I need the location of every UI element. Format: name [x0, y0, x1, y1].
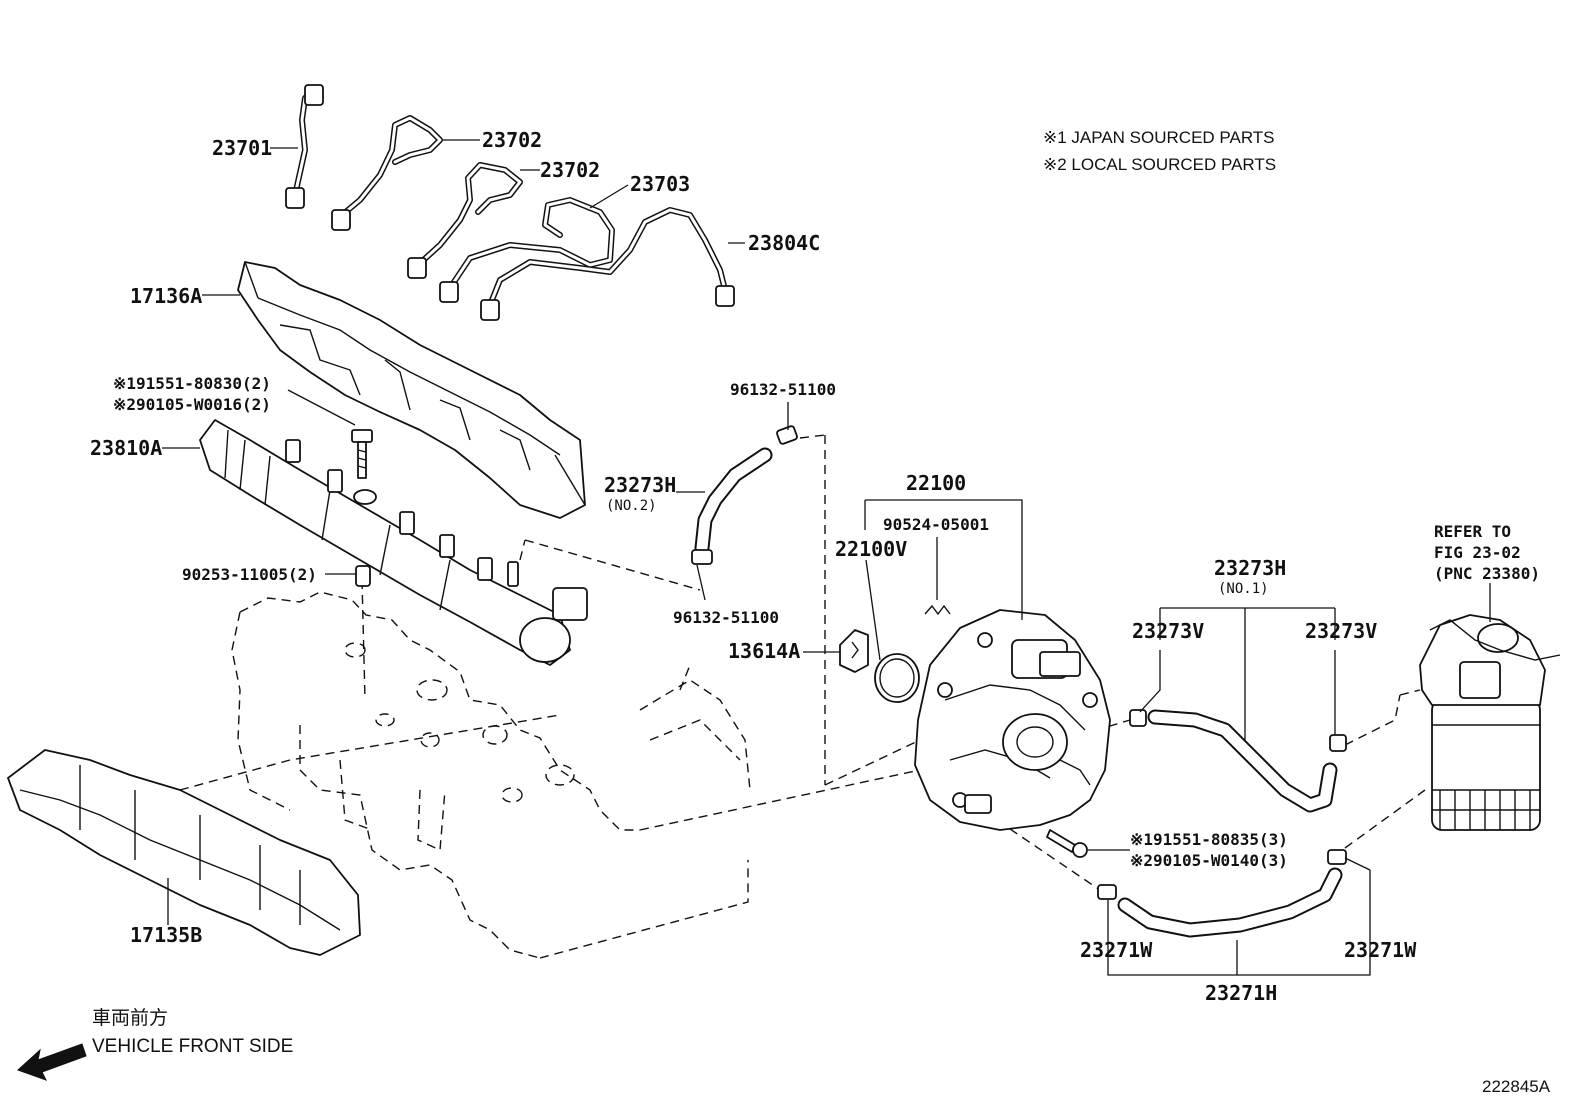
pump-bolt: [1046, 829, 1088, 858]
label-90253-11005: 90253-11005(2): [182, 565, 317, 584]
label-23273v-left: 23273V: [1132, 619, 1204, 643]
engine-block-outline: [179, 579, 751, 959]
label-23702-a: 23702: [482, 128, 542, 152]
front-arrow-icon: [17, 1043, 87, 1081]
leader-lines: [162, 139, 1491, 976]
label-17135b: 17135B: [130, 923, 202, 947]
label-17136a: 17136A: [130, 284, 202, 308]
label-23703: 23703: [630, 172, 690, 196]
label-191551-80835: ※191551-80835(3): [1130, 830, 1288, 849]
vehicle-front-indicator: 車両前方 VEHICLE FRONT SIDE: [17, 1007, 293, 1081]
label-refer-to: REFER TO: [1434, 522, 1511, 541]
label-22100v: 22100V: [835, 537, 907, 561]
label-23271w-right: 23271W: [1344, 938, 1417, 962]
label-23273h-no2-sub: (NO.2): [606, 498, 657, 514]
upper-cover-17136a: [237, 261, 586, 519]
front-label-en: VEHICLE FRONT SIDE: [92, 1036, 293, 1057]
label-23804c: 23804C: [748, 231, 820, 255]
label-96132-top: 96132-51100: [730, 380, 836, 399]
front-label-jp: 車両前方: [92, 1007, 168, 1029]
hose-23273h-no1: [1129, 709, 1347, 813]
label-290105-w0016: ※290105-W0016(2): [113, 395, 271, 414]
collar-90253: [355, 565, 371, 587]
fuel-filter-assembly: [1419, 614, 1561, 831]
label-23701: 23701: [212, 136, 272, 160]
label-191551-80830: ※191551-80830(2): [113, 374, 271, 393]
label-290105-w0140: ※290105-W0140(3): [1130, 851, 1288, 870]
note-local-sourced: ※2 LOCAL SOURCED PARTS: [1043, 155, 1276, 174]
hose-23271h: [1097, 849, 1347, 938]
hose-23273h-no2: [691, 425, 798, 565]
injector-wires: [285, 84, 735, 321]
label-96132-bottom: 96132-51100: [673, 608, 779, 627]
label-23273h-no1-sub: (NO.1): [1218, 581, 1269, 597]
supply-pump-22100: [914, 609, 1111, 831]
label-23810a: 23810A: [90, 436, 162, 460]
lower-cover-17135b: [7, 749, 361, 956]
label-refer-fig: FIG 23-02: [1434, 543, 1521, 562]
label-22100: 22100: [906, 471, 966, 495]
label-23271w-left: 23271W: [1080, 938, 1153, 962]
label-23273h-no2: 23273H: [604, 473, 676, 497]
label-13614a: 13614A: [728, 639, 800, 663]
rail-bolt: [351, 429, 373, 479]
label-refer-pnc: (PNC 23380): [1434, 564, 1540, 583]
note-japan-sourced: ※1 JAPAN SOURCED PARTS: [1043, 128, 1275, 147]
o-ring-22100v: [874, 653, 920, 703]
label-23702-b: 23702: [540, 158, 600, 182]
label-23271h: 23271H: [1205, 981, 1277, 1005]
label-23273v-right: 23273V: [1305, 619, 1377, 643]
gasket-13614a: [839, 629, 869, 673]
label-23273h-no1: 23273H: [1214, 556, 1286, 580]
fuel-rail-23810a: [199, 419, 588, 666]
label-90524-05001: 90524-05001: [883, 515, 989, 534]
figure-id: 222845A: [1482, 1077, 1551, 1096]
seal-90524: [924, 604, 951, 616]
